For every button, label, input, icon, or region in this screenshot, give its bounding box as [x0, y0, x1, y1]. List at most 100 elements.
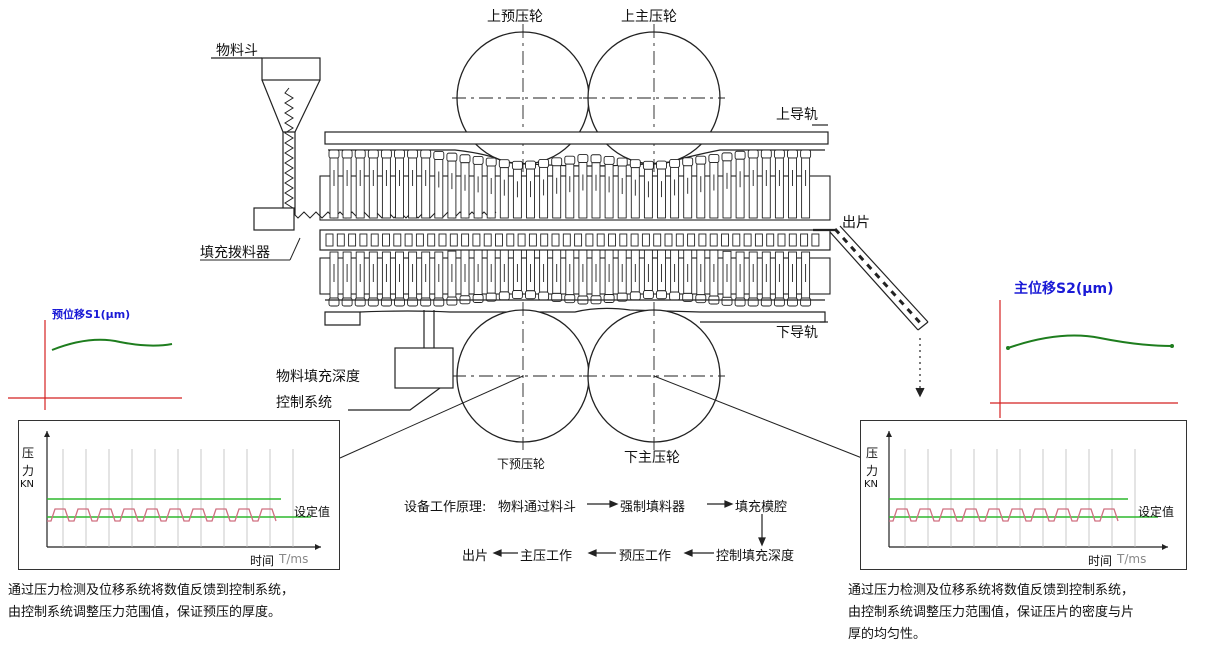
die-cell: [415, 233, 424, 247]
upper-punch: [420, 149, 432, 219]
principle-step-6: 主压工作: [520, 549, 573, 564]
left-pressure-graph: [18, 420, 340, 570]
feeder-leader-2: [289, 237, 301, 261]
die-cell: [472, 233, 481, 247]
die-cell: [630, 233, 639, 247]
lower-rail: [324, 299, 828, 326]
upper-punch: [773, 149, 785, 219]
upper-punch: [642, 160, 654, 219]
lower-punch: [538, 245, 550, 301]
left-graph-leader: [339, 375, 524, 459]
upper-pre-roller: [452, 24, 594, 172]
lower-punch: [603, 248, 615, 303]
principle-step-2: 强制填料器: [620, 500, 686, 515]
left-y-unit: KN: [20, 479, 35, 490]
die-cell: [687, 233, 696, 247]
die-cell: [574, 233, 583, 247]
die-cell: [528, 233, 537, 247]
right-x-label: 时间: [1088, 554, 1113, 568]
lower-punch: [787, 251, 798, 307]
pressure-waveform: [47, 508, 277, 522]
die-cell: [461, 233, 470, 247]
lower-punch: [380, 251, 392, 307]
upper-punch: [394, 149, 405, 219]
upper-rail: [324, 124, 829, 167]
right-displacement-plot: [990, 300, 1178, 418]
left-displacement-plot: [8, 320, 182, 410]
upper-pre-roller-label: 上预压轮: [487, 9, 543, 25]
lower-punch: [590, 249, 602, 305]
depth-control-label-1: 物料填充深度: [276, 369, 360, 385]
lower-punch: [498, 245, 510, 301]
lower-punch: [459, 249, 471, 305]
upper-punch: [498, 159, 510, 219]
principle-step-3: 填充模腔: [735, 500, 788, 515]
lower-punch: [747, 251, 759, 307]
lower-punch: [407, 251, 419, 307]
upper-punch: [656, 160, 667, 219]
lower-punch: [511, 244, 523, 300]
hopper: [211, 57, 497, 231]
y-axis-arrow: [886, 431, 892, 437]
left-description-line-2: 由控制系统调整压力范围值，保证预压的厚度。: [8, 605, 282, 620]
left-description: 通过压力检测及位移系统将数值反馈到控制系统， 由控制系统调整压力范围值，保证预压…: [8, 580, 294, 624]
upper-punch: [787, 149, 798, 219]
die-cell: [495, 233, 503, 247]
upper-rail-label: 上导轨: [776, 107, 818, 123]
die-cell: [811, 233, 820, 247]
upper-main-roller-label: 上主压轮: [621, 9, 677, 25]
principle-step-1: 物料通过料斗: [498, 500, 577, 515]
lower-punch: [394, 251, 405, 307]
right-pressure-plot: [886, 431, 1168, 550]
upper-punch: [747, 149, 759, 219]
die-cell: [370, 233, 379, 247]
die-cell: [562, 233, 571, 247]
die-cell: [664, 233, 673, 247]
die-cell: [585, 233, 594, 247]
lower-punch: [642, 244, 654, 300]
upper-punch: [525, 160, 536, 219]
upper-punch: [800, 149, 812, 219]
lower-punch: [682, 246, 694, 302]
die-cell: [404, 233, 413, 247]
upper-punch: [407, 149, 419, 219]
depth-control-box: [348, 310, 454, 411]
right-y-label-2: 力: [866, 464, 879, 478]
lower-punch: [564, 248, 576, 304]
die-cell: [777, 233, 786, 247]
upper-punch: [511, 160, 523, 219]
die-cell: [336, 233, 345, 247]
right-x-unit: T/ms: [1117, 552, 1147, 566]
die-cells: [325, 233, 820, 247]
die-cell: [754, 233, 763, 247]
left-y-label-2: 力: [22, 464, 35, 478]
die-table: [319, 229, 831, 251]
die-cell: [325, 233, 334, 247]
die-cell: [743, 233, 752, 247]
upper-punch: [721, 152, 733, 219]
die-cell: [540, 233, 549, 247]
lower-rail-label: 下导轨: [776, 325, 818, 341]
lower-punch: [695, 248, 707, 304]
right-y-label-1: 压: [866, 446, 879, 460]
lower-punch: [734, 251, 746, 307]
upper-main-roller: [583, 24, 725, 172]
die-cell: [766, 233, 775, 247]
right-description-line-2: 由控制系统调整压力范围值，保证压片的密度与片: [848, 605, 1135, 620]
upper-punch: [446, 152, 458, 219]
upper-punch: [433, 151, 445, 219]
left-pressure-plot: [44, 431, 321, 550]
die-cell: [551, 233, 560, 247]
lower-punch: [616, 246, 628, 302]
upper-punch: [682, 157, 694, 219]
upper-punch: [551, 157, 563, 219]
lower-punch: [485, 246, 497, 302]
upper-punch: [341, 149, 353, 219]
die-cell: [619, 233, 628, 247]
outlet-chute: [813, 225, 929, 398]
die-cell: [359, 233, 368, 247]
lower-punch: [629, 245, 641, 301]
right-y-unit: KN: [864, 479, 879, 490]
upper-punch: [472, 155, 484, 219]
